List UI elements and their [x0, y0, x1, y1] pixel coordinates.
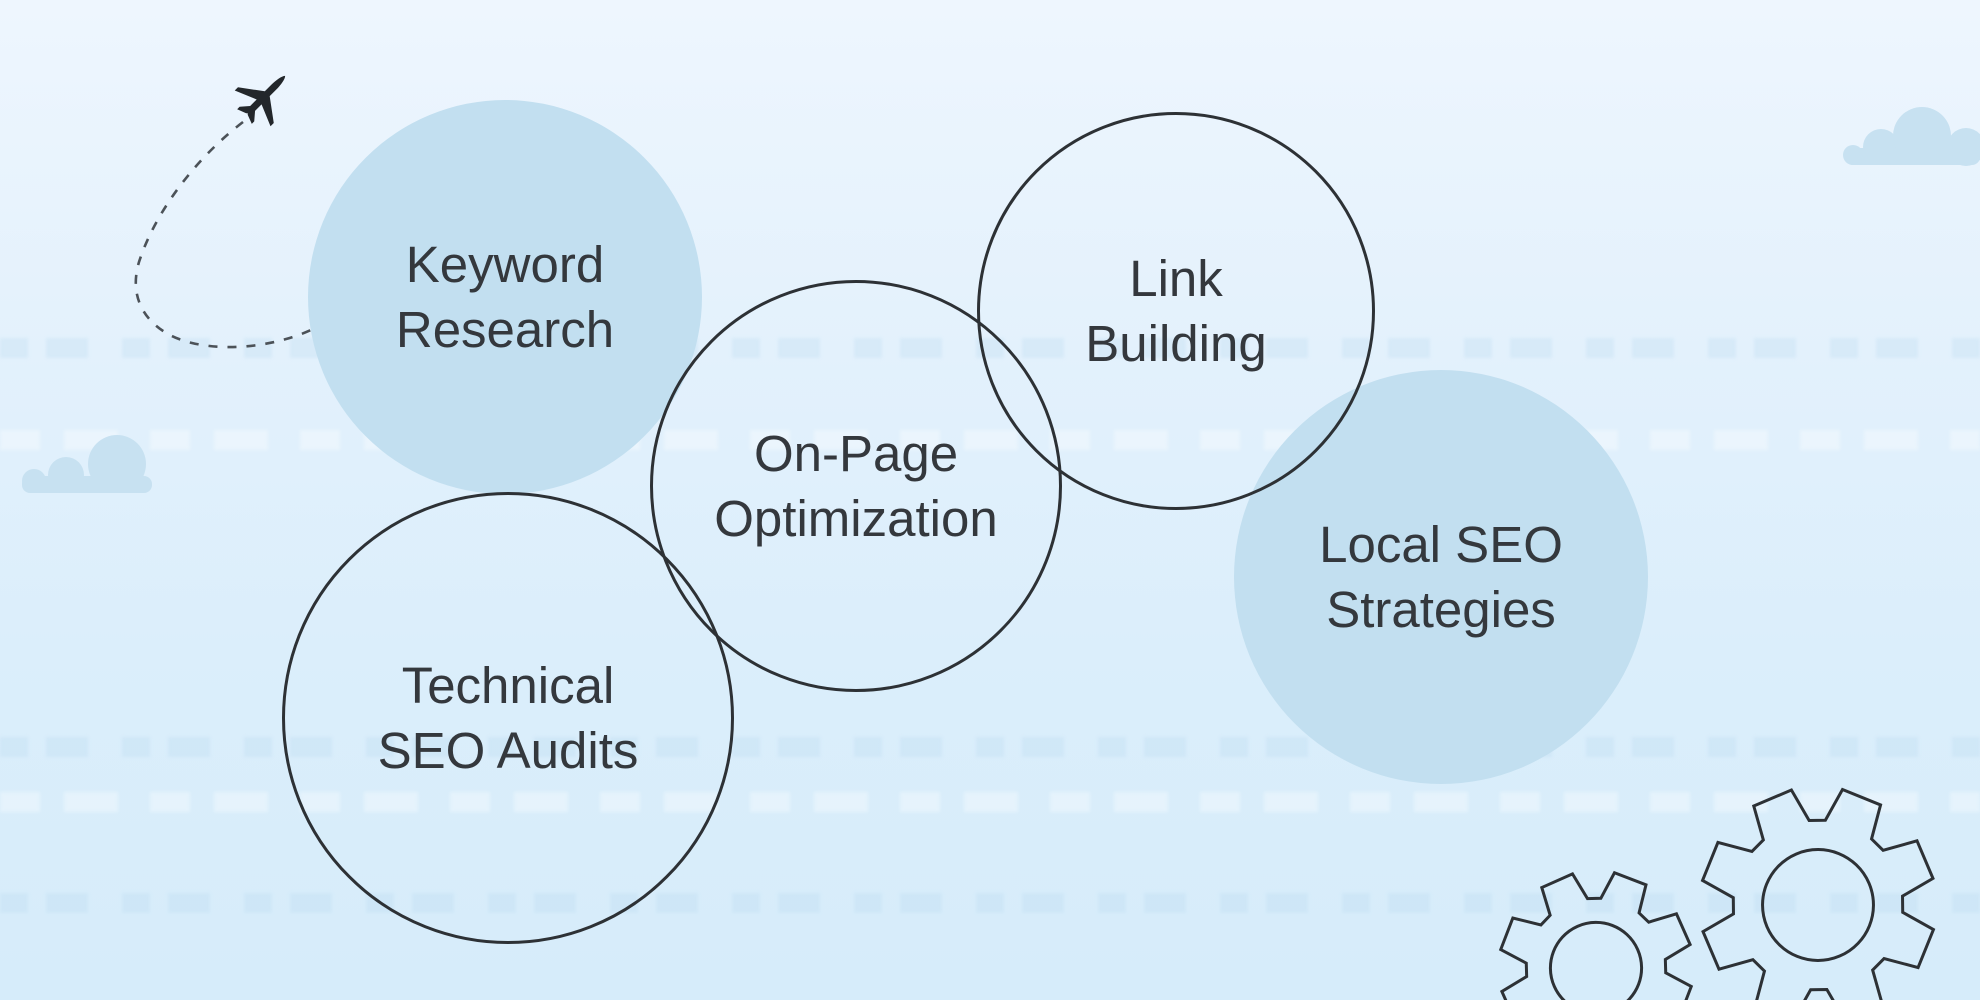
bubble-label-line: Optimization: [714, 490, 998, 547]
bubble-on-page-optimization: On-Page Optimization: [650, 280, 1062, 692]
gear-small-icon: [1471, 843, 1721, 1000]
bubble-label-line: Research: [395, 301, 615, 358]
bubble-label-line: Keyword: [405, 236, 605, 293]
flight-trail-dashed: [134, 120, 312, 349]
bubble-label-line: Building: [1085, 315, 1267, 372]
cloud-right: [1843, 107, 1980, 166]
bubble-keyword-research: Keyword Research: [308, 100, 702, 494]
bubble-technical-seo-audits: Technical SEO Audits: [282, 492, 734, 944]
airplane-icon: [234, 75, 286, 127]
bubble-label-line: SEO Audits: [377, 722, 639, 779]
bubble-label-line: Link: [1129, 250, 1223, 307]
bubble-label-line: Technical: [401, 657, 615, 714]
bubble-label-line: On-Page: [753, 425, 959, 482]
bubble-link-building: Link Building: [977, 112, 1375, 510]
cloud-left: [22, 435, 152, 493]
bubble-label-line: Strategies: [1326, 581, 1556, 638]
gear-large-icon: [1664, 751, 1972, 1000]
bubble-label-line: Local SEO: [1319, 516, 1563, 573]
